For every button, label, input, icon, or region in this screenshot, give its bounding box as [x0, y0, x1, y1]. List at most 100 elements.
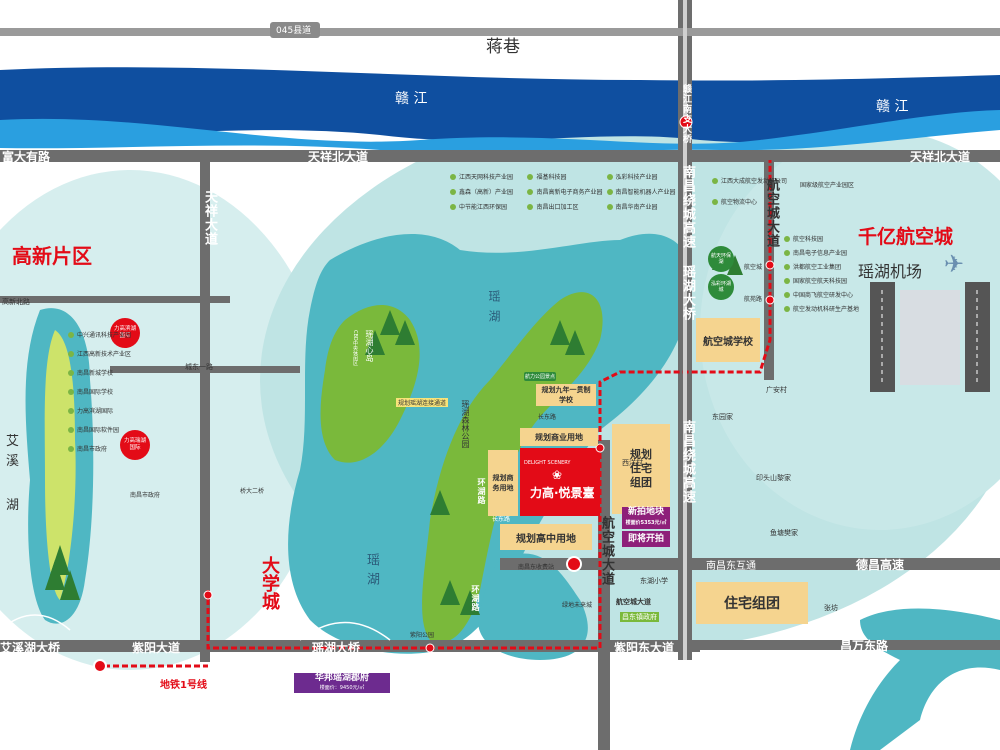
poi-right-top-text: 航空物流中心: [721, 199, 758, 206]
poi-top-text: 南昌智能机器人产业园: [615, 189, 676, 196]
tag-coming-soon: 即将开拍: [622, 531, 670, 547]
poi-dot-icon: [784, 291, 790, 298]
plot-business: 规划商务用地: [488, 450, 518, 516]
yaohu-bridge-label: 瑶湖大桥: [312, 641, 361, 655]
plot-residential-1-text: 规划住宅组团: [630, 447, 652, 490]
poi-dot-icon: [527, 203, 534, 210]
plot-commerce: 规划商业用地: [520, 428, 598, 446]
poi-dot-icon: [68, 350, 74, 357]
poi-left-item: 南昌新城学校: [68, 368, 178, 377]
toll-station-marker: [566, 556, 582, 572]
road-dechang: [500, 558, 1000, 570]
badge-lg-ruihu-text: 力高瑞湖国际: [123, 438, 146, 451]
dongfang-school-label: 东湖小学: [640, 577, 668, 585]
poi-right-text: 航空科技园: [793, 236, 824, 243]
metro-station-marker: [765, 260, 775, 270]
chuanglv-label: 航力公园景点: [524, 372, 557, 381]
green-lake-label: 绿地未来城: [562, 602, 593, 609]
metro-station-marker: [93, 659, 107, 673]
gaoxin-district: 高新片区: [12, 244, 92, 268]
tag-huabang-price: 楼面价：9450元/㎡: [319, 685, 365, 691]
poi-top-item: 鑫森（高新）产业园: [450, 187, 523, 196]
poi-top-item: 南昌高新电子商务产业园: [527, 187, 603, 196]
poi-dot-icon: [68, 331, 74, 338]
poi-right-item: 洪都航空工业集团: [784, 262, 864, 271]
tree-icons: [45, 250, 743, 615]
plot-residential-2-text: 住宅组团: [724, 596, 780, 612]
dechang-label: 德昌高速: [856, 558, 905, 572]
poi-top-item: 江西天网科技产业园: [450, 172, 523, 181]
poi-list-left: 中兴通讯科技产业园江西高新技术产业区南昌新城学校南昌国际学校力高滨湖国际南昌国际…: [68, 330, 178, 453]
plot-commerce-text: 规划商业用地: [535, 432, 583, 442]
poi-left-text: 南昌国际软件园: [77, 427, 120, 434]
poi-dot-icon: [68, 426, 74, 433]
tree-icon: [440, 580, 460, 605]
side-poi-s1: 国家级航空产业园区: [800, 182, 855, 189]
badge-lg-ruihu: 力高瑞湖国际: [120, 430, 150, 460]
tree-icon: [380, 310, 400, 335]
hangkong-zone-label: 航空城大道: [616, 598, 651, 606]
poi-right-text: 国家航空航天科技园: [793, 278, 848, 285]
poi-right-item: 航空科技园: [784, 234, 864, 243]
gaoxin-north-label: 高新北路: [2, 298, 30, 306]
poi-left-text: 中兴通讯科技产业园: [77, 332, 132, 339]
poi-dot-icon: [606, 188, 613, 195]
yaohu-bottom2-label: 湖: [364, 572, 379, 585]
changwan-label: 昌万东路: [840, 639, 889, 653]
yaohu-top2-label: 湖: [487, 310, 501, 322]
poi-dot-icon: [784, 277, 790, 284]
project-plot: [520, 448, 600, 516]
poi-dot-icon: [784, 249, 790, 256]
changdong-gov-label: 昌东镇政府: [620, 612, 659, 622]
poi-left-item: 力高滨湖国际: [68, 406, 178, 415]
tag-coming-soon-text: 即将开拍: [627, 534, 664, 544]
plot-residential-2: 住宅组团: [696, 582, 808, 624]
poi-right-item: 南昌电子信息产业园: [784, 248, 864, 257]
tianxiang-north-label: 天祥北大道: [308, 150, 369, 164]
ganjiang-river: [0, 67, 1000, 143]
poi-dot-icon: [712, 198, 718, 205]
poi-left-text: 南昌国际学校: [77, 389, 114, 396]
forest-park-strip: [422, 292, 603, 643]
yaohu-top-label: 瑶: [487, 290, 501, 302]
yaohu-bridge-v-label: 瑶湖大桥: [680, 265, 695, 321]
poi-left-text: 江西高新技术产业区: [77, 351, 132, 358]
poi-dot-icon: [784, 235, 790, 242]
airplane-icon: ✈: [944, 250, 965, 278]
bridge-arch-icon: [299, 621, 391, 641]
jingtou-label: 印头山黎家: [756, 474, 791, 482]
tag-huabang-title: 华邦瑶湖郡府: [314, 673, 369, 683]
airport-label: 瑶湖机场: [858, 262, 923, 281]
tree-icon: [430, 490, 450, 515]
poi-right-item: 国家航空航天科技园: [784, 276, 864, 285]
airport-runways: [870, 282, 990, 392]
poi-dot-icon: [606, 173, 613, 180]
ganjiang-band: [0, 110, 1000, 155]
yaohu-heart-sub: CBD中央休闲区: [352, 330, 358, 366]
tree-icon: [550, 320, 570, 345]
badge-green-1: 航天环保湖: [708, 246, 734, 272]
poi-dot-icon: [712, 177, 718, 184]
ring-highway-south-label: 南昌绕城高速: [680, 420, 695, 504]
poi-top-text: 鑫森（高新）产业园: [459, 189, 514, 196]
poi-dot-icon: [68, 445, 74, 452]
ziyang-east-label: 紫阳东大道: [614, 641, 675, 655]
nanchang-east-label: 南昌东互通: [706, 561, 756, 572]
aixi-label-2: 溪: [6, 454, 20, 469]
poi-list-right-top: 江西大成航空发动机公司航空物流中心: [712, 176, 787, 206]
road-changwan: [700, 640, 1000, 650]
poi-list-top: 江西天网科技产业园福基科技园泓彩科技产业园鑫森（高新）产业园南昌高新电子商务产业…: [450, 172, 680, 211]
poi-top-text: 中节能江西环保园: [459, 204, 508, 211]
dongyuan-label: 东园家: [712, 413, 733, 421]
side-poi-s2: 航空城: [744, 264, 763, 271]
poi-dot-icon: [68, 369, 74, 376]
poi-right-top-item: 江西大成航空发动机公司: [712, 176, 787, 185]
poi-right-top-item: 航空物流中心: [712, 197, 762, 206]
nanchang-gov-label: 南昌市政府: [130, 492, 161, 499]
poi-right-text: 航空发动机科研生产基地: [793, 306, 860, 313]
road-tianxiang-north: [0, 150, 1000, 162]
tag-new-land-title: 新拍地块: [627, 507, 664, 517]
changdong-h-label: 长东路: [538, 414, 557, 421]
plot-aviation-school: 航空城学校: [696, 318, 760, 362]
poi-list-right: 航空科技园南昌电子信息产业园洪都航空工业集团国家航空航天科技园中国商飞航空研发中…: [784, 234, 864, 313]
